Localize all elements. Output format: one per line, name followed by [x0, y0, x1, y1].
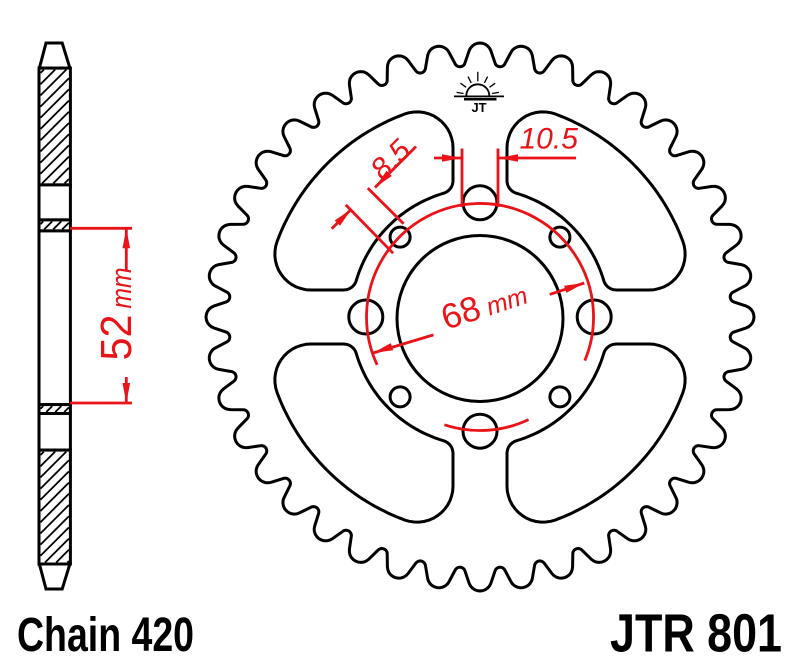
- svg-text:52mm: 52mm: [92, 268, 141, 361]
- svg-text:JT: JT: [472, 100, 487, 115]
- svg-text:JTR 801: JTR 801: [610, 603, 782, 663]
- svg-text:10.5: 10.5: [520, 123, 579, 156]
- svg-text:Chain 420: Chain 420: [17, 609, 194, 662]
